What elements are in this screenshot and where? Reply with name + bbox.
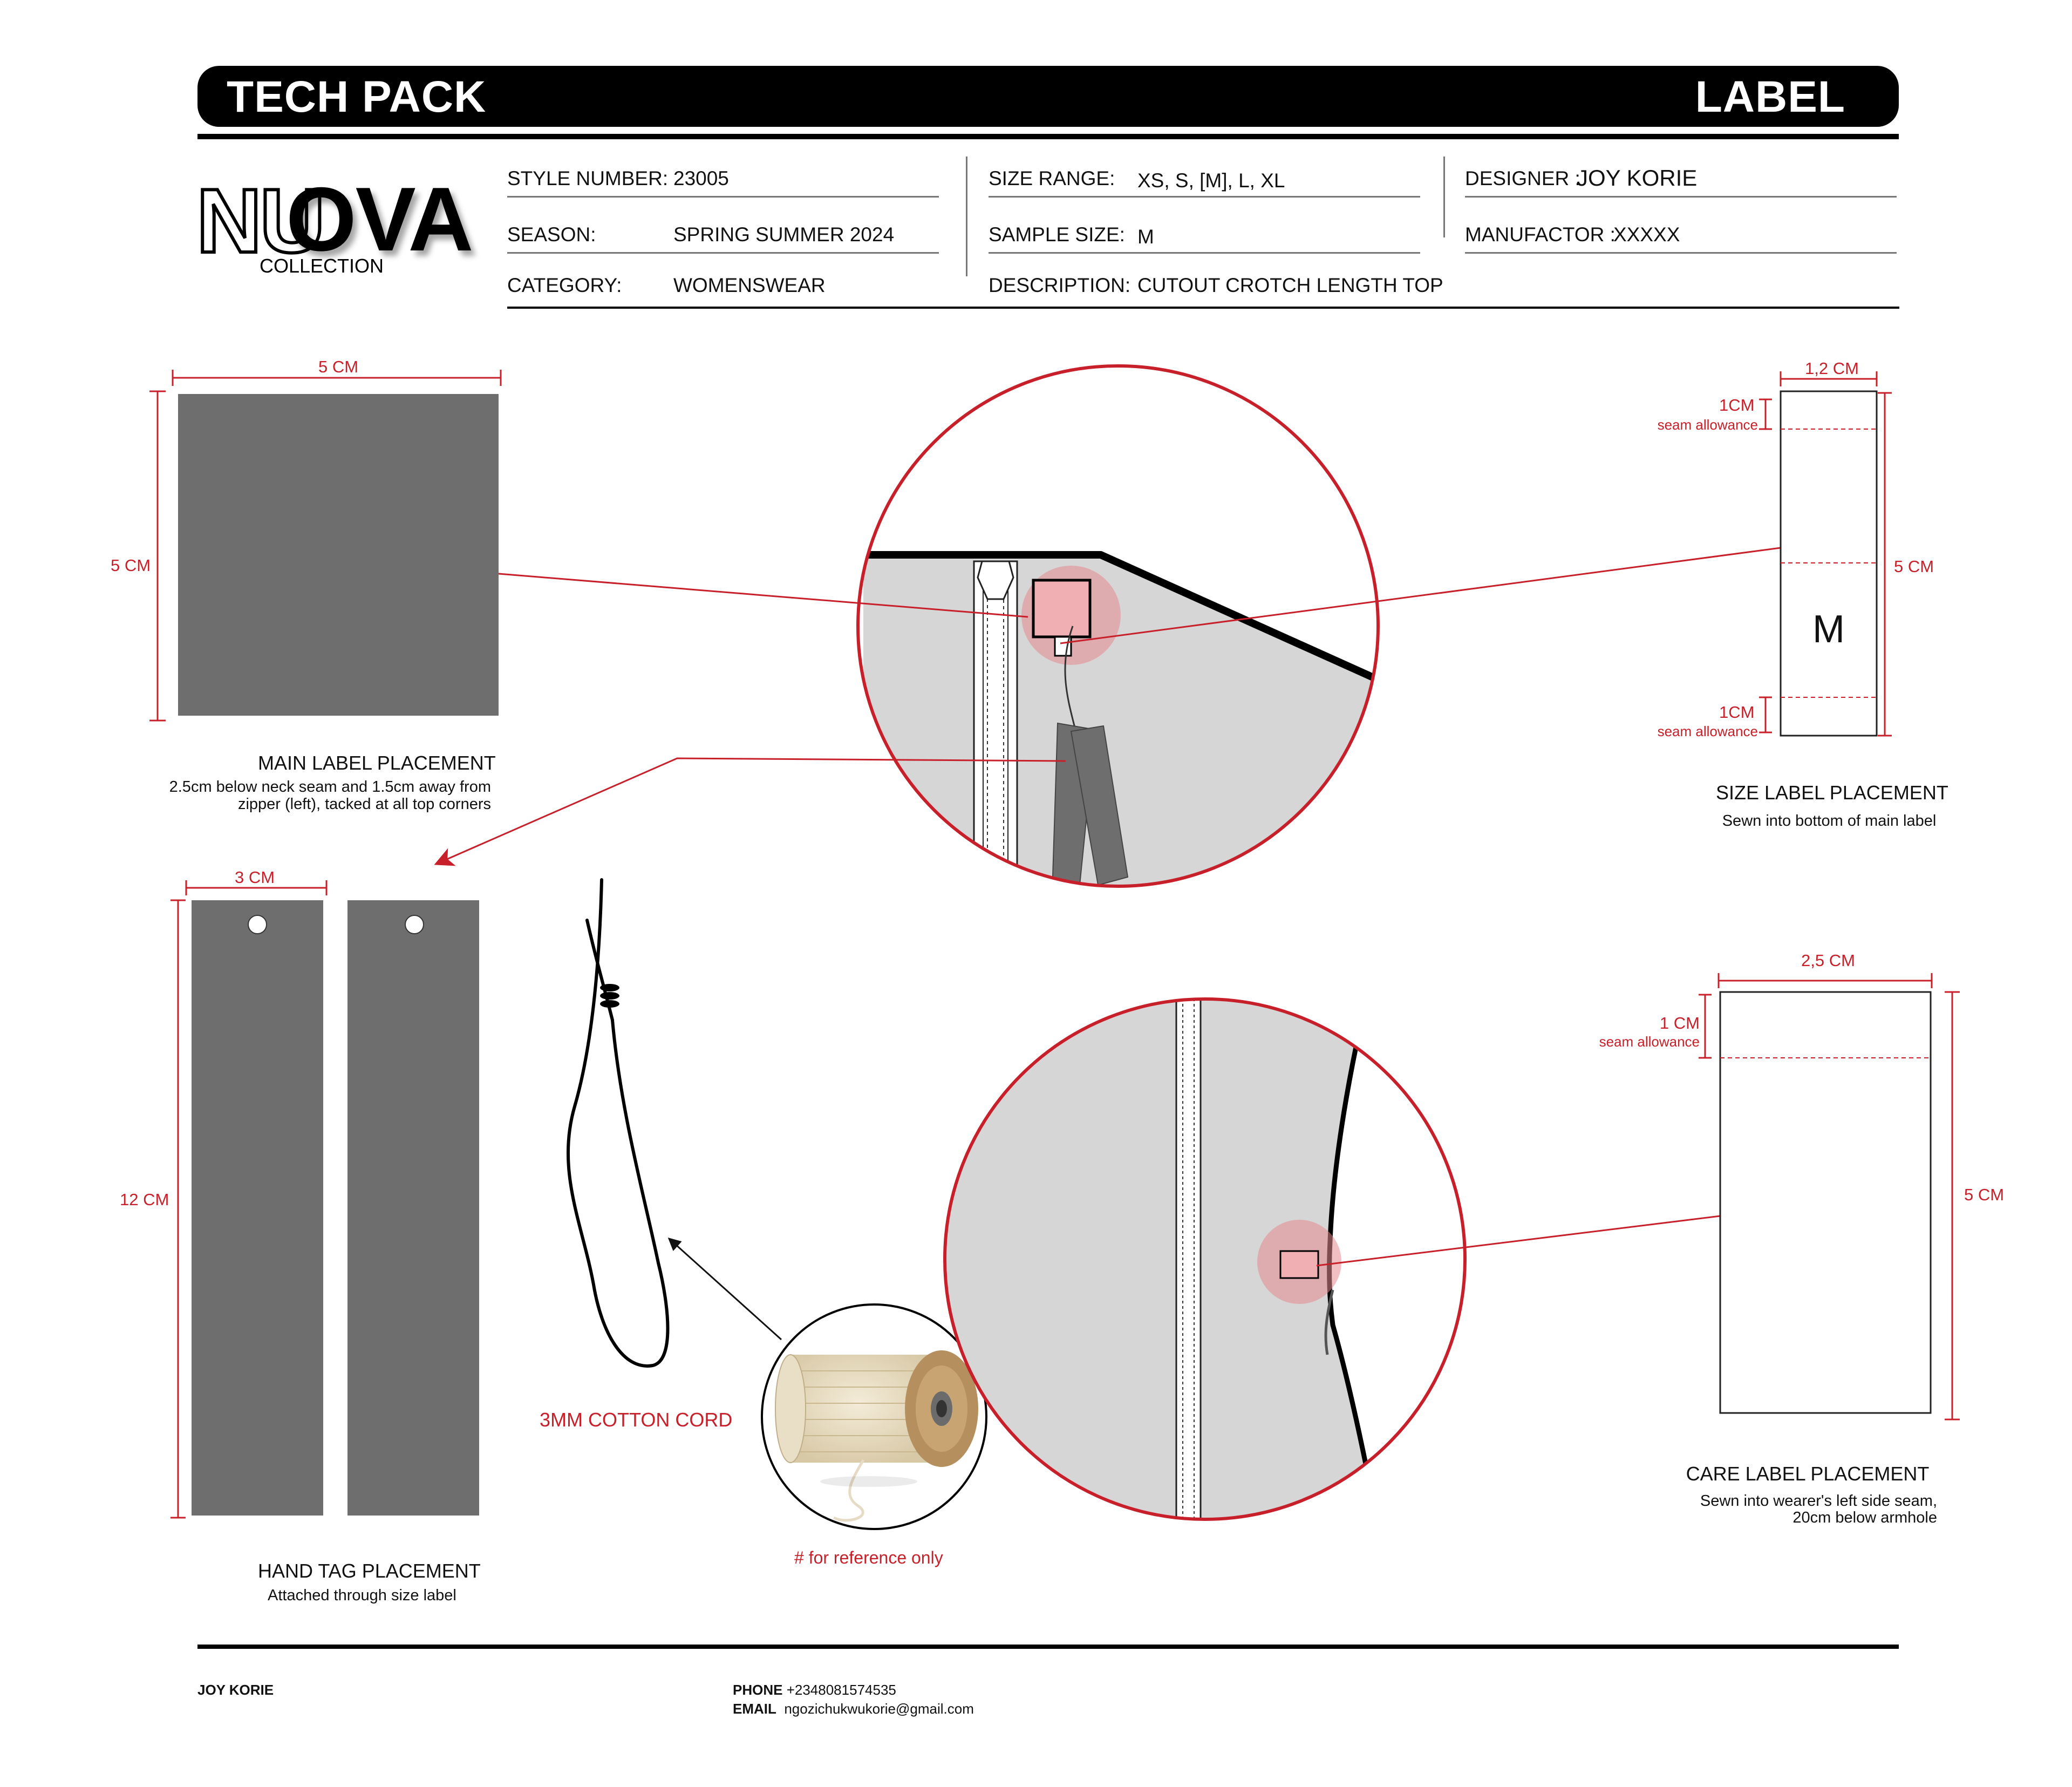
season-value: SPRING SUMMER 2024 xyxy=(673,223,895,246)
care-label-desc-1: Sewn into wearer's left side seam, xyxy=(1700,1492,1937,1510)
hand-tag-height: 12 CM xyxy=(120,1190,169,1209)
reference-note: # for reference only xyxy=(794,1548,943,1567)
header-rule xyxy=(197,134,1899,139)
care-label-position xyxy=(1279,1250,1319,1279)
care-label-shape xyxy=(1719,991,1932,1414)
header-bar xyxy=(197,66,1899,127)
header-title-left: TECH PACK xyxy=(227,72,487,121)
brand-logo-solid: OVA xyxy=(286,168,474,270)
care-label-width-dimension xyxy=(1717,973,1933,988)
season-label: SEASON: xyxy=(507,223,596,246)
header-title-right: LABEL PLACEMENT xyxy=(1565,72,1845,173)
hand-tag-width-dimension xyxy=(185,880,328,895)
info-divider xyxy=(1443,157,1445,237)
brand-logo-outline: NU xyxy=(195,170,327,271)
manufactor-label: MANUFACTOR : xyxy=(1465,223,1616,246)
footer-phone: PHONE +2348081574535 xyxy=(733,1682,896,1698)
footer-rule xyxy=(197,1645,1899,1649)
main-label-position xyxy=(1032,579,1092,638)
care-label-leader xyxy=(1316,1215,1721,1267)
size-label-width: 1,2 CM xyxy=(1805,359,1859,378)
hand-tag-width: 3 CM xyxy=(235,868,275,887)
care-label-height-dimension xyxy=(1945,991,1960,1421)
size-label-width-dimension xyxy=(1780,371,1878,386)
designer-value: JOY KORIE xyxy=(1577,165,1698,191)
info-rule xyxy=(507,196,939,198)
detail-circle-neckline xyxy=(856,364,1380,888)
size-label-leader xyxy=(1060,547,1781,644)
side-seam-detail-view xyxy=(945,999,1465,1519)
manufactor-value: XXXXX xyxy=(1613,223,1680,246)
hand-tag-leader xyxy=(434,757,1066,866)
cotton-cord-label: 3MM COTTON CORD xyxy=(540,1409,733,1431)
care-label-allowance-note: seam allowance xyxy=(1599,1034,1700,1050)
footer-phone-value: +2348081574535 xyxy=(786,1682,896,1698)
info-rule xyxy=(507,252,939,254)
info-rule xyxy=(989,196,1420,198)
care-label-allowance: 1 CM xyxy=(1659,1014,1700,1032)
hand-tag-title: HAND TAG PLACEMENT xyxy=(258,1560,481,1582)
style-number-value: 23005 xyxy=(673,167,729,189)
info-rule xyxy=(989,252,1420,254)
detail-circle-side-seam xyxy=(943,997,1467,1521)
cotton-spool-image xyxy=(761,1303,987,1530)
size-label-desc: Sewn into bottom of main label xyxy=(1722,812,1937,830)
description-value: CUTOUT CROTCH LENGTH TOP xyxy=(1137,274,1443,296)
footer-phone-label: PHONE xyxy=(733,1682,783,1698)
size-label-bottom-allowance: 1CM xyxy=(1719,703,1755,722)
main-label-height-dimension xyxy=(149,390,166,722)
style-number-label: STYLE NUMBER: xyxy=(507,167,669,189)
hanging-tag-2 xyxy=(1070,725,1129,886)
hand-tag-height-dimension xyxy=(171,899,186,1519)
hand-tag-front xyxy=(192,900,323,1516)
size-range-label: SIZE RANGE: xyxy=(989,167,1115,189)
sample-size-label: SAMPLE SIZE: xyxy=(989,223,1125,246)
footer-email: EMAIL ngozichukwukorie@gmail.com xyxy=(733,1701,974,1717)
footer-name: JOY KORIE xyxy=(197,1682,274,1698)
main-label-leader xyxy=(498,573,1028,618)
size-label-bottom-allowance-note: seam allowance xyxy=(1657,723,1758,739)
cord-pointer-arrow xyxy=(667,1237,782,1341)
care-label-height: 5 CM xyxy=(1964,1185,2005,1204)
size-label-top-allowance-note: seam allowance xyxy=(1657,417,1758,433)
info-bottom-rule xyxy=(507,307,1899,309)
footer-email-label: EMAIL xyxy=(733,1701,776,1717)
care-label-width: 2,5 CM xyxy=(1801,951,1855,970)
main-label-height: 5 CM xyxy=(111,556,151,575)
brand-logo-subtitle: COLLECTION xyxy=(260,255,384,277)
size-label-top-allowance: 1CM xyxy=(1719,396,1755,415)
care-label-title: CARE LABEL PLACEMENT xyxy=(1686,1463,1930,1485)
size-label-letter: M xyxy=(1812,608,1845,651)
sample-size-value: M xyxy=(1137,226,1154,248)
care-label-desc-2: 20cm below armhole xyxy=(1792,1509,1937,1526)
size-label-bottom-allowance-dimension xyxy=(1759,696,1772,733)
main-label-shape xyxy=(178,394,499,716)
main-label-title: MAIN LABEL PLACEMENT xyxy=(258,752,496,774)
footer-email-value: ngozichukwukorie@gmail.com xyxy=(784,1701,974,1717)
side-zipper-drawing xyxy=(1175,999,1202,1519)
care-label-allowance-dimension xyxy=(1699,994,1712,1059)
neckline-detail-view xyxy=(858,366,1378,886)
main-label-width: 5 CM xyxy=(318,357,359,376)
size-label-title: SIZE LABEL PLACEMENT xyxy=(1716,782,1948,804)
main-label-desc-1: 2.5cm below neck seam and 1.5cm away fro… xyxy=(169,778,491,796)
info-rule xyxy=(1465,252,1897,254)
info-divider xyxy=(966,157,967,276)
cotton-cord-drawing xyxy=(566,878,670,1368)
main-label-width-dimension xyxy=(172,370,502,386)
hand-tag-back xyxy=(347,900,479,1516)
hand-tag-desc: Attached through size label xyxy=(268,1587,456,1604)
size-label-height-dimension xyxy=(1878,392,1892,737)
description-label: DESCRIPTION: xyxy=(989,274,1131,296)
category-label: CATEGORY: xyxy=(507,274,622,296)
category-value: WOMENSWEAR xyxy=(673,274,826,296)
cord-knot-icon xyxy=(600,984,619,1008)
size-label-height: 5 CM xyxy=(1894,557,1934,576)
size-label-top-allowance-dimension xyxy=(1759,398,1772,430)
info-rule xyxy=(1465,196,1897,198)
main-label-desc-2: zipper (left), tacked at all top corners xyxy=(237,796,491,813)
designer-label: DESIGNER : xyxy=(1465,167,1580,189)
size-range-value: XS, S, [M], L, XL xyxy=(1137,169,1285,192)
